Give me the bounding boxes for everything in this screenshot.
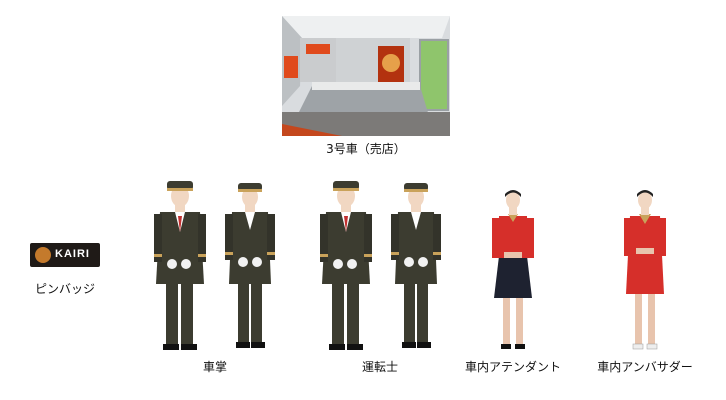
conductor-male-figure	[154, 181, 206, 350]
conductor-female-figure	[225, 183, 275, 348]
driver-male-figure	[320, 181, 372, 350]
kairi-emblem-icon	[35, 247, 51, 263]
attendant-figure	[488, 188, 538, 357]
pin-badge: KAIRI	[30, 243, 100, 267]
pin-badge-caption: ピンバッジ	[34, 282, 95, 296]
driver-female-figure	[391, 183, 441, 348]
driver-caption: 運転士	[361, 360, 398, 374]
conductor-figures	[150, 180, 280, 359]
conductor-caption: 車掌	[202, 360, 227, 374]
pin-badge-logo-text: KAIRI	[55, 248, 90, 260]
ambassador-figure	[620, 188, 670, 357]
attendant-caption: 車内アテンダント	[464, 360, 561, 374]
car-interior-photo	[282, 16, 450, 136]
ambassador-caption: 車内アンバサダー	[597, 360, 693, 374]
driver-figures	[316, 180, 446, 359]
car-photo-caption: 3号車（売店）	[326, 142, 406, 156]
